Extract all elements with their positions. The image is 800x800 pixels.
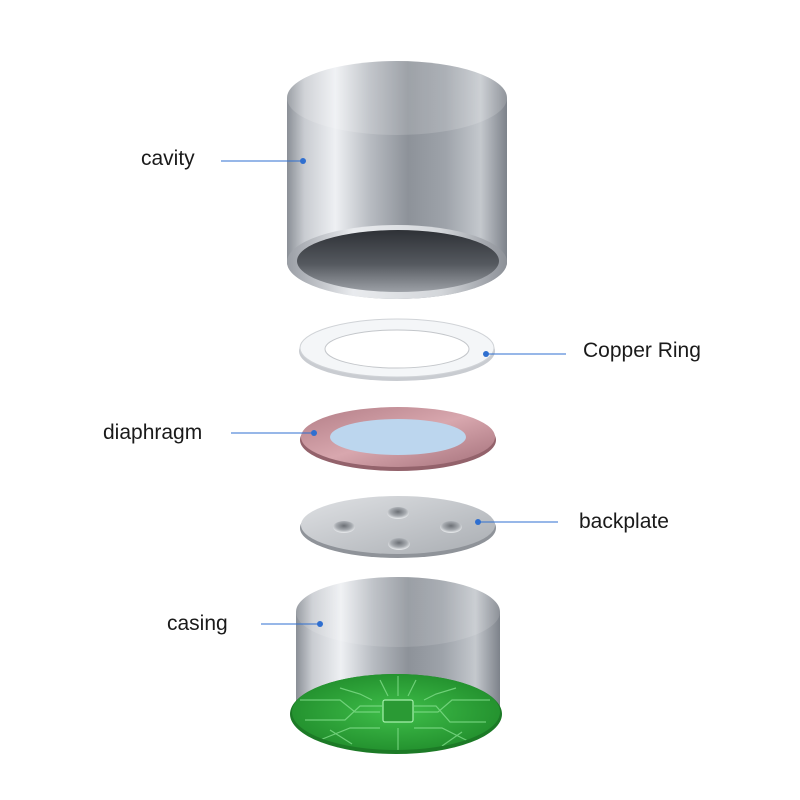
copper-ring-label: Copper Ring bbox=[583, 339, 701, 362]
backplate-leader bbox=[475, 519, 558, 525]
diaphragm-part bbox=[300, 407, 496, 471]
casing-label: casing bbox=[167, 612, 228, 635]
backplate-part bbox=[300, 496, 496, 558]
casing-leader bbox=[261, 621, 323, 627]
leader-lines bbox=[221, 158, 566, 627]
pcb-traces bbox=[300, 676, 490, 750]
cavity-part bbox=[287, 61, 507, 299]
cavity-label: cavity bbox=[141, 147, 195, 170]
pcb-chip bbox=[382, 699, 414, 723]
casing-part bbox=[290, 577, 502, 754]
copper-ring-leader bbox=[483, 351, 566, 357]
diaphragm-label: diaphragm bbox=[103, 421, 203, 444]
copper-ring-part bbox=[299, 318, 495, 381]
diaphragm-leader bbox=[231, 430, 317, 436]
cavity-leader bbox=[221, 158, 306, 164]
backplate-label: backplate bbox=[579, 510, 669, 533]
